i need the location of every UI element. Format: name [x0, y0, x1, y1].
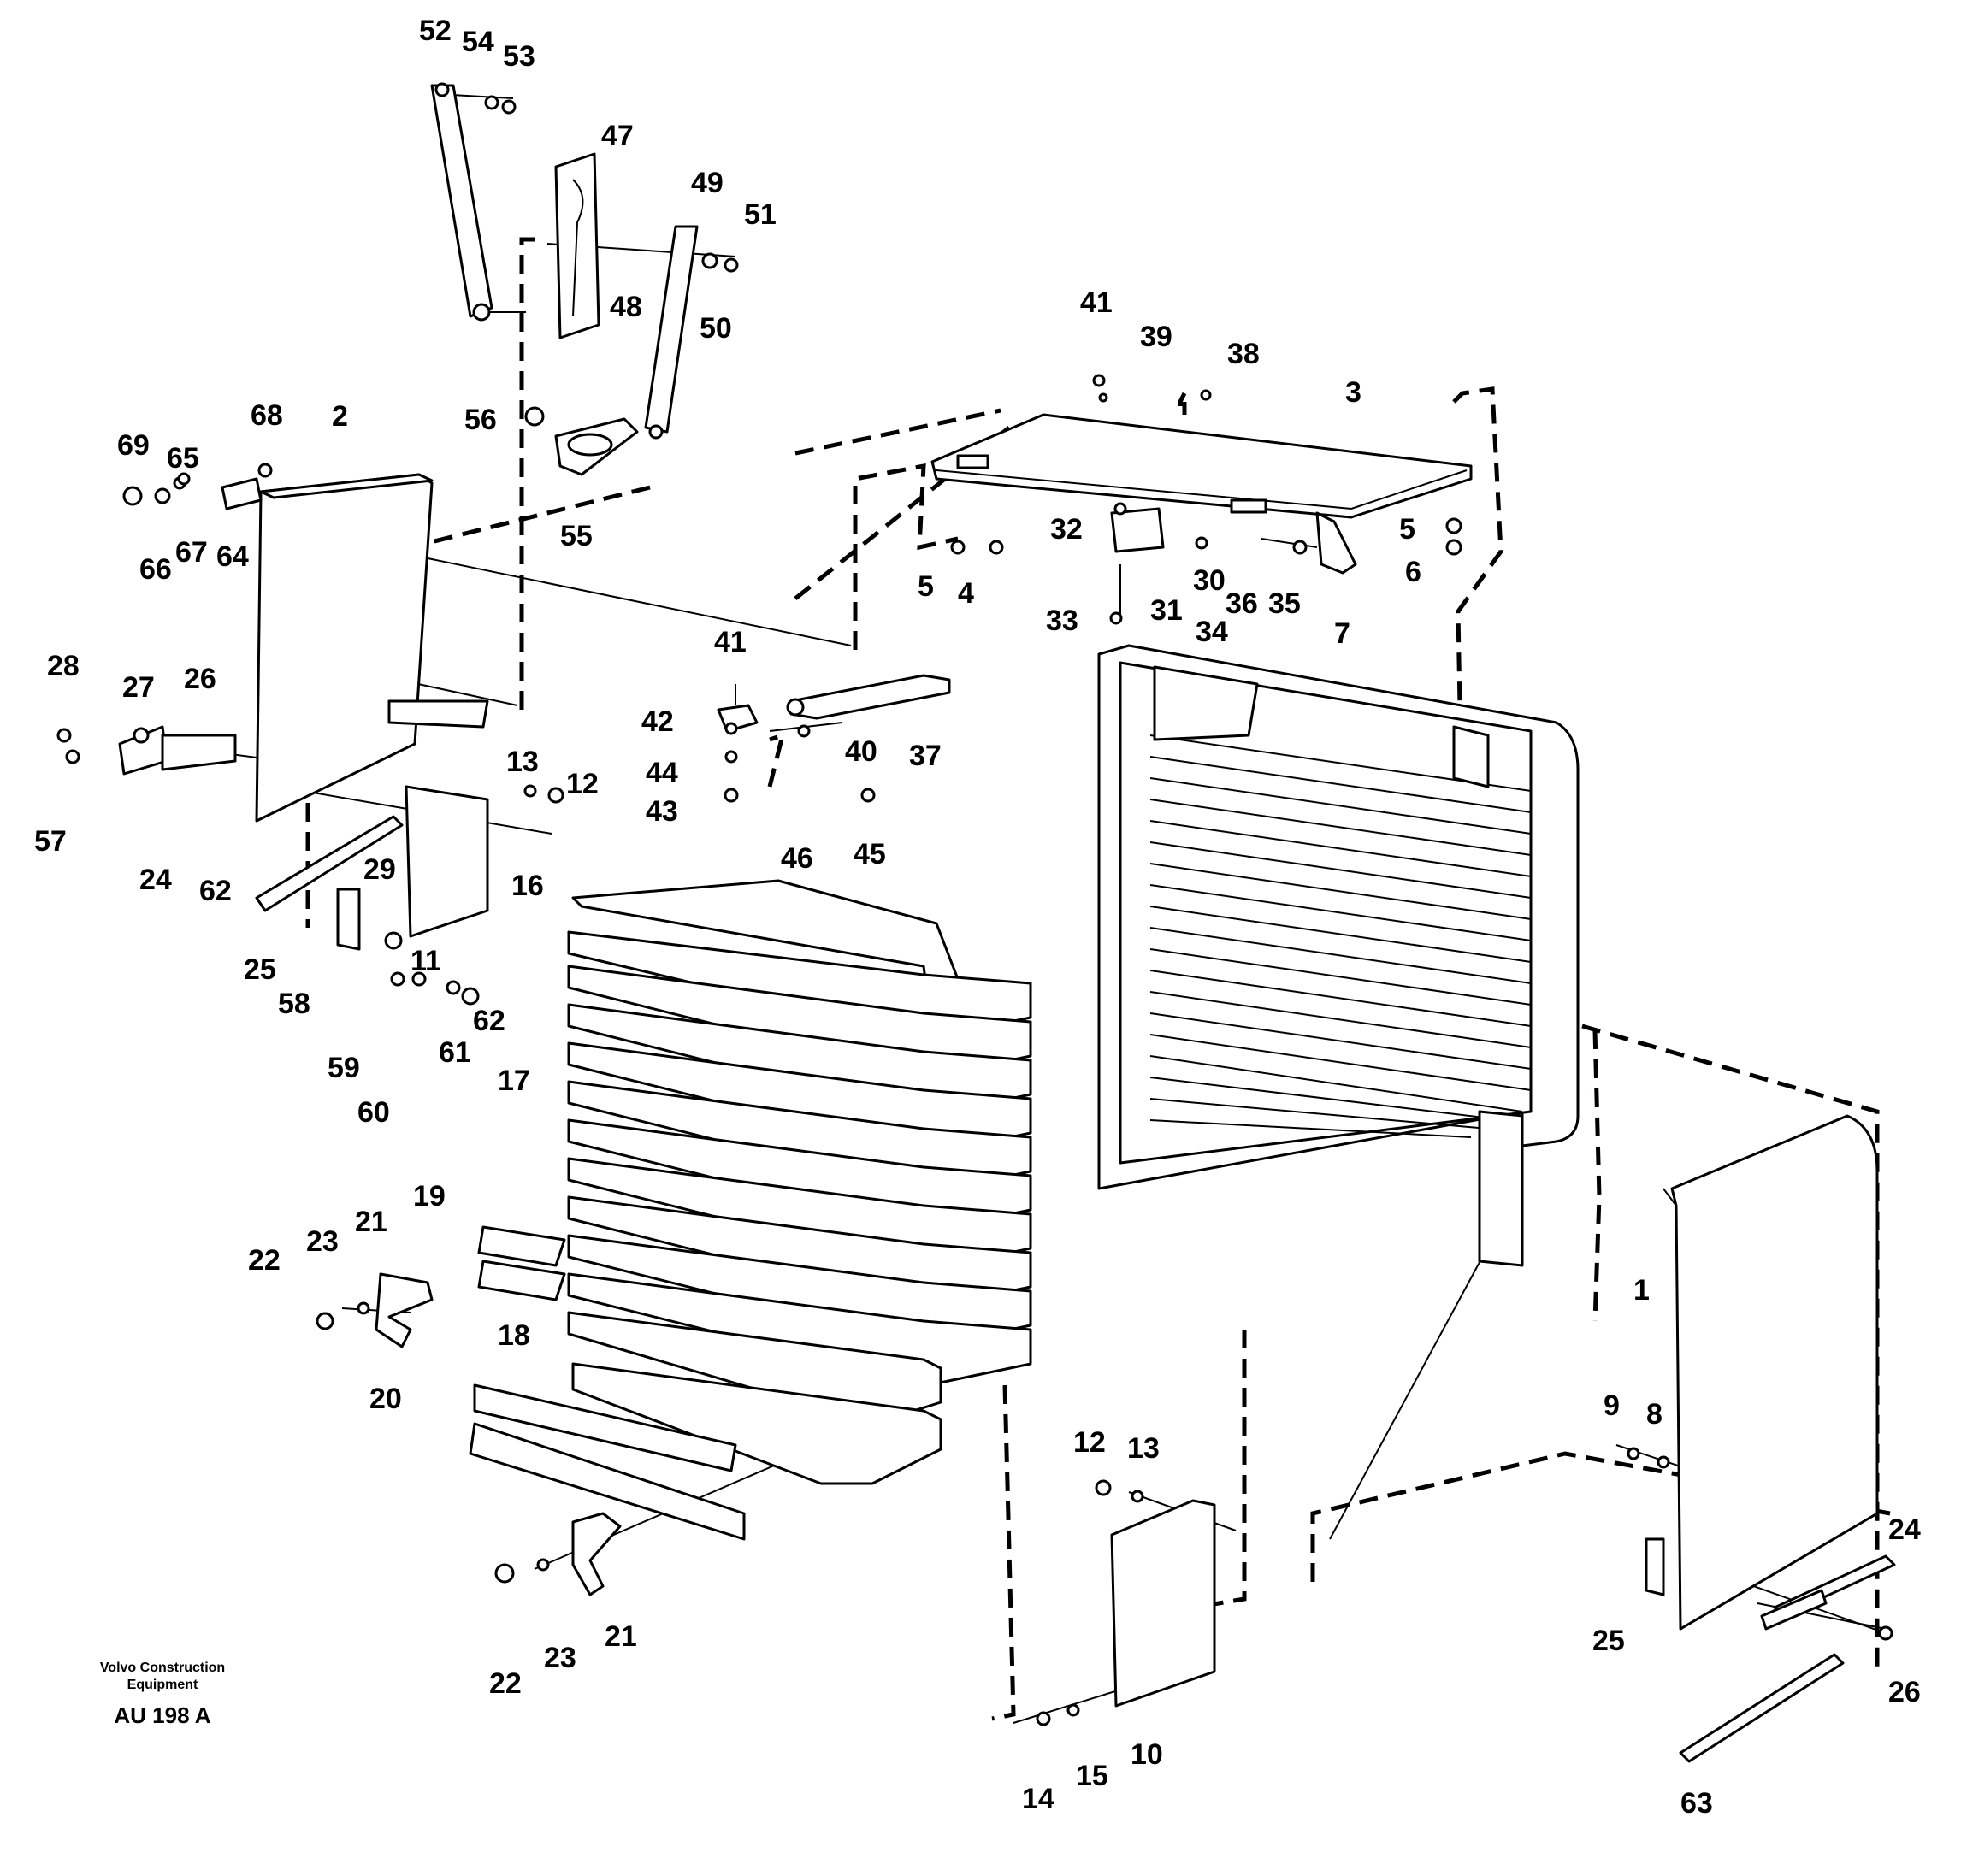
callout-32: 32	[1050, 513, 1083, 546]
callout-62-left: 62	[199, 875, 232, 907]
callout-49: 49	[691, 167, 724, 199]
part-2-bracket-plate	[255, 473, 434, 823]
callout-15: 15	[1076, 1760, 1108, 1792]
part-21-brackets	[375, 1272, 622, 1596]
part-7-grille-housing	[1097, 644, 1580, 1267]
callout-5-right: 5	[1399, 513, 1415, 546]
callout-65: 65	[167, 442, 199, 475]
callout-59: 59	[328, 1052, 360, 1084]
callout-33: 33	[1046, 605, 1078, 637]
callout-12-lower: 12	[1073, 1426, 1106, 1459]
callout-58: 58	[278, 988, 310, 1020]
callout-11: 11	[411, 945, 441, 977]
callout-46: 46	[781, 842, 813, 875]
callout-36: 36	[1226, 587, 1258, 620]
part-11-bracket	[405, 785, 489, 938]
callout-1: 1	[1633, 1274, 1650, 1307]
callout-47: 47	[601, 120, 634, 152]
callout-48: 48	[610, 291, 642, 323]
part-3-top-cover	[930, 392, 1473, 575]
callout-68: 68	[251, 399, 283, 432]
callout-3: 3	[1345, 376, 1361, 409]
rods-and-handles	[118, 507, 1896, 1763]
callout-54: 54	[462, 26, 494, 58]
part-10-lower-bracket	[1110, 1499, 1216, 1708]
callout-12-upper: 12	[566, 768, 599, 800]
callout-17: 17	[498, 1065, 530, 1097]
callout-22-upper: 22	[248, 1244, 281, 1277]
callout-4: 4	[958, 577, 974, 610]
callout-10: 10	[1131, 1738, 1163, 1771]
callout-55: 55	[560, 520, 593, 552]
callout-63: 63	[1680, 1787, 1713, 1820]
callout-62-right: 62	[473, 1005, 505, 1037]
callout-66: 66	[139, 553, 172, 586]
callout-26-left: 26	[184, 663, 216, 695]
callout-64: 64	[216, 540, 249, 573]
callout-18: 18	[498, 1319, 530, 1352]
callout-21-upper: 21	[355, 1206, 387, 1238]
callout-23-upper: 23	[306, 1225, 339, 1258]
callout-25-right: 25	[1592, 1625, 1625, 1657]
publisher-name-line1: Volvo Construction	[100, 1661, 225, 1675]
callout-20: 20	[369, 1383, 402, 1415]
callout-14: 14	[1022, 1783, 1054, 1815]
callout-22-lower: 22	[489, 1667, 522, 1700]
callout-23-lower: 23	[544, 1642, 576, 1674]
callout-9: 9	[1604, 1389, 1620, 1422]
callout-52: 52	[419, 15, 452, 47]
callout-7: 7	[1334, 617, 1350, 650]
callout-60: 60	[357, 1096, 390, 1129]
callout-35: 35	[1268, 587, 1301, 620]
callout-53: 53	[503, 40, 535, 73]
callout-42: 42	[641, 705, 674, 738]
callout-21-lower: 21	[605, 1620, 637, 1653]
figure-code: AU 198 A	[114, 1702, 210, 1728]
publisher-block: Volvo Construction Equipment AU 198 A	[100, 1661, 225, 1728]
callout-67: 67	[175, 536, 208, 569]
callout-16: 16	[511, 870, 544, 902]
callout-13-lower: 13	[1127, 1432, 1160, 1465]
part-37-gas-strut	[717, 674, 951, 733]
callout-43: 43	[646, 795, 678, 828]
callout-50: 50	[700, 312, 732, 345]
louver-slats	[469, 879, 1032, 1541]
callout-34: 34	[1196, 616, 1228, 648]
callout-44: 44	[646, 757, 678, 789]
callout-30: 30	[1193, 564, 1226, 597]
callout-labels: 1 2 3 4 5 5 6 7 8 9 10 11 12 12 13 13 14…	[34, 15, 1921, 1820]
callout-24-right: 24	[1888, 1513, 1921, 1546]
callout-25-left: 25	[244, 953, 276, 986]
callout-45: 45	[854, 838, 886, 870]
fasteners	[56, 95, 1893, 1726]
callout-6: 6	[1405, 556, 1421, 588]
callout-57: 57	[34, 825, 67, 858]
callout-13-upper: 13	[506, 746, 539, 778]
callout-31: 31	[1150, 594, 1183, 627]
callout-41-upper: 41	[1080, 286, 1113, 319]
callout-41-lower: 41	[714, 626, 747, 658]
callout-29: 29	[363, 853, 396, 886]
callout-2: 2	[332, 400, 348, 433]
callout-37: 37	[909, 740, 942, 772]
callout-5-left: 5	[918, 570, 934, 603]
part-1-side-panel	[1663, 1114, 1879, 1631]
callout-24-left: 24	[139, 864, 172, 896]
callout-69: 69	[117, 429, 150, 462]
linkage-parts	[430, 82, 699, 476]
callout-27: 27	[122, 671, 155, 704]
callout-19: 19	[413, 1180, 446, 1212]
callout-39: 39	[1140, 321, 1172, 353]
callout-26-right: 26	[1888, 1676, 1921, 1708]
callout-40: 40	[845, 735, 877, 768]
publisher-name-line2: Equipment	[127, 1678, 198, 1692]
callout-56: 56	[464, 404, 497, 436]
callout-28: 28	[47, 650, 80, 682]
callout-51: 51	[744, 198, 777, 231]
callout-61: 61	[439, 1036, 471, 1069]
callout-38: 38	[1227, 338, 1260, 370]
callout-8: 8	[1646, 1398, 1663, 1431]
